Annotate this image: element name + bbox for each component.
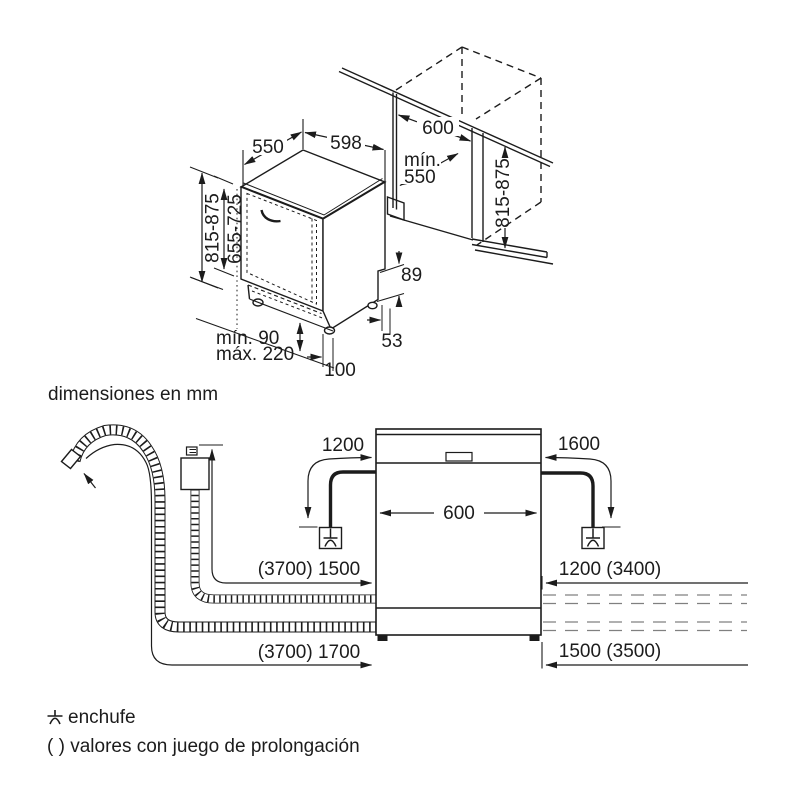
aquastop-cap	[185, 446, 198, 456]
dim-niche-width: 600	[422, 118, 454, 139]
dim-niche-depth-label: mín.	[404, 150, 441, 171]
power-cord-right	[541, 471, 595, 528]
dim-top-depth: 550	[252, 137, 284, 158]
hose-extension-dashes	[543, 594, 747, 632]
plug-legend-icon	[47, 710, 63, 725]
dishwasher-front	[375, 428, 542, 641]
door-handle	[260, 209, 281, 223]
legend-plug-label: enchufe	[68, 707, 136, 728]
dim-inlet-left: (3700) 1500	[258, 559, 360, 580]
rear-foot	[367, 301, 378, 310]
label-backplates	[249, 117, 459, 184]
top-isometric-view: 550 598 600 mín. 550 815-875 655-725 815…	[189, 46, 554, 381]
dim-appliance-width: 600	[443, 503, 475, 524]
drain-hose	[60, 424, 376, 633]
dishwasher-side-panel	[322, 180, 386, 331]
dim-rear-step: 89	[401, 265, 422, 286]
dim-appliance-height: 815-875	[203, 193, 224, 263]
aquastop-valve	[180, 457, 210, 491]
dim-cord-right: 1600	[558, 434, 600, 455]
dishwasher-box	[236, 149, 387, 335]
caption-units: dimensiones en mm	[48, 384, 218, 405]
control-display-window	[445, 451, 473, 462]
power-cords	[318, 470, 605, 550]
legend: enchufe ( ) valores con juego de prolong…	[47, 707, 360, 757]
dim-drain-right: 1500 (3500)	[559, 641, 661, 662]
dim-door-height: 655-725	[225, 194, 246, 264]
niche-dashed-cube	[395, 46, 542, 246]
dim-rear-offset: 53	[381, 331, 402, 352]
dim-inlet-right: 1200 (3400)	[559, 559, 661, 580]
front-dimension-lines	[83, 443, 748, 669]
dim-niche-height: 815-875	[493, 158, 514, 228]
foot-right	[529, 635, 540, 641]
legend-parentheses-label: ( ) valores con juego de prolongación	[47, 736, 360, 757]
dim-front-offset: 100	[324, 360, 356, 381]
foot-left	[377, 635, 388, 641]
box-extension-lines	[242, 119, 386, 186]
dim-top-width: 598	[330, 133, 362, 154]
dim-plinth-max: máx. 220	[216, 344, 294, 365]
power-cord-left	[328, 470, 376, 528]
kitchen-niche	[386, 46, 554, 265]
front-connection-view: 1200 1600 600 (3700) 1500 (3700) 1700 12…	[60, 424, 748, 669]
dim-cord-left: 1200	[322, 435, 364, 456]
drain-hose-end	[60, 448, 82, 470]
inlet-hose	[180, 446, 376, 604]
base-dimensions	[296, 251, 405, 371]
dim-plinth-min: mín. 90	[216, 328, 279, 349]
dim-niche-depth-value: 550	[404, 167, 436, 188]
height-dimensions	[189, 166, 235, 289]
dim-drain-left: (3700) 1700	[258, 642, 360, 663]
